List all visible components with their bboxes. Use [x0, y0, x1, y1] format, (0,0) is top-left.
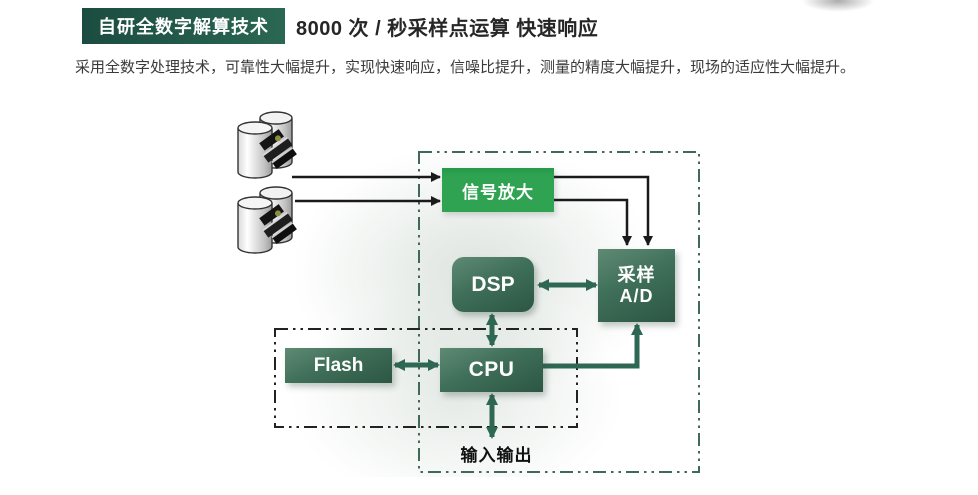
node-signal-amplifier-label: 信号放大 [462, 182, 534, 202]
node-dsp: DSP [452, 257, 534, 312]
node-sampling-adc: 采样 A/D [598, 249, 675, 322]
page-title-text: 8000 次 / 秒采样点运算 快速响应 [296, 17, 599, 40]
io-label: 输入输出 [460, 446, 533, 465]
pipe-sensor-icon [237, 111, 297, 179]
clamp-transducer-icon [259, 129, 297, 169]
node-flash-label: Flash [313, 354, 364, 376]
page-title: 8000 次 / 秒采样点运算 快速响应 [296, 8, 598, 44]
node-cpu: CPU [440, 348, 543, 392]
node-flash: Flash [285, 348, 392, 383]
page-edge-shadow [788, 0, 888, 16]
amp-to-adc-arrow [554, 198, 632, 246]
section-badge-label: 自研全数字解算技术 [98, 17, 269, 37]
adc-label-line2: A/D [619, 285, 654, 306]
node-sampling-adc-label: 采样 A/D [618, 265, 656, 306]
description-paragraph: 采用全数字处理技术，可靠性大幅提升，实现快速响应，信噪比提升，测量的精度大幅提升… [75, 59, 856, 76]
storage-unit-boundary [274, 328, 578, 428]
node-signal-amplifier: 信号放大 [442, 168, 554, 212]
node-cpu-label: CPU [468, 358, 515, 381]
section-badge: 自研全数字解算技术 [82, 8, 285, 44]
pipe-sensor-icon [237, 186, 297, 254]
clamp-transducer-icon [259, 204, 297, 244]
amp-to-adc-arrow [554, 175, 653, 246]
adc-label-line1: 采样 [617, 264, 656, 285]
cpu-to-adc-arrow [543, 323, 643, 369]
node-dsp-label: DSP [471, 272, 515, 296]
digital-unit-boundary [418, 151, 700, 473]
